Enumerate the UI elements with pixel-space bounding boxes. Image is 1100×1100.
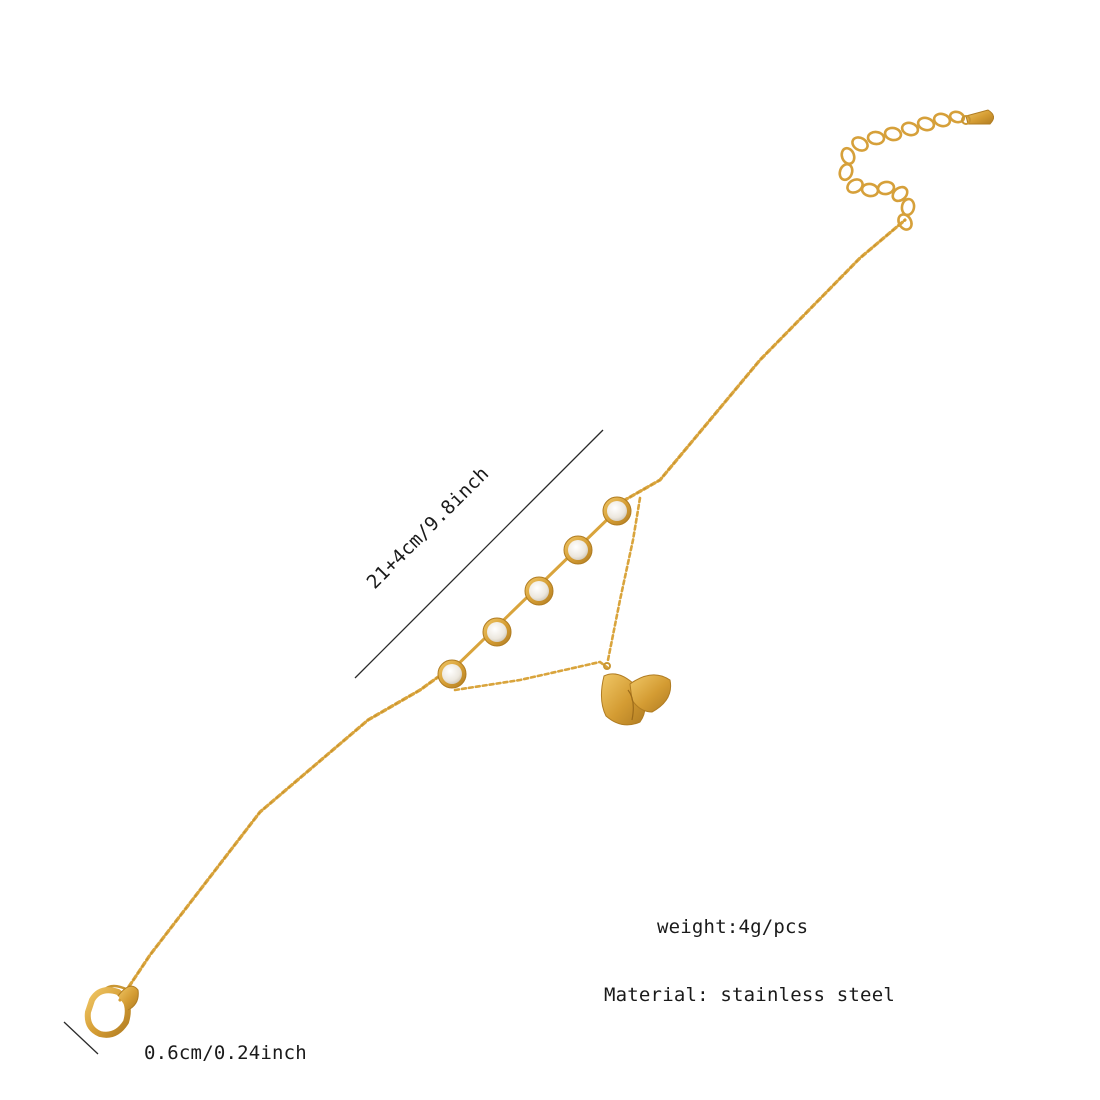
pearl-station-2 bbox=[482, 617, 512, 647]
length-dimension-line bbox=[354, 429, 604, 679]
clasp-dimension-line bbox=[63, 1021, 99, 1055]
clasp-size-label: 0.6cm/0.24inch bbox=[144, 1042, 307, 1064]
lobster-clasp bbox=[84, 984, 139, 1038]
weight-label: weight:4g/pcs bbox=[657, 916, 809, 938]
butterfly-charm bbox=[600, 662, 672, 726]
extender-chain bbox=[838, 110, 966, 231]
chain-v-left bbox=[453, 660, 610, 692]
pearl-station-5 bbox=[602, 496, 632, 526]
pearl-station-4 bbox=[563, 535, 593, 565]
pearl-bar bbox=[437, 496, 632, 689]
bracelet bbox=[84, 109, 994, 1038]
material-label: Material: stainless steel bbox=[604, 984, 895, 1006]
chain-v-right bbox=[606, 496, 642, 662]
pearl-station-1 bbox=[437, 659, 467, 689]
pearl-station-3 bbox=[524, 576, 554, 606]
chain-upper bbox=[614, 218, 907, 507]
chain-lower bbox=[118, 670, 447, 1002]
extender-drop bbox=[965, 109, 994, 125]
